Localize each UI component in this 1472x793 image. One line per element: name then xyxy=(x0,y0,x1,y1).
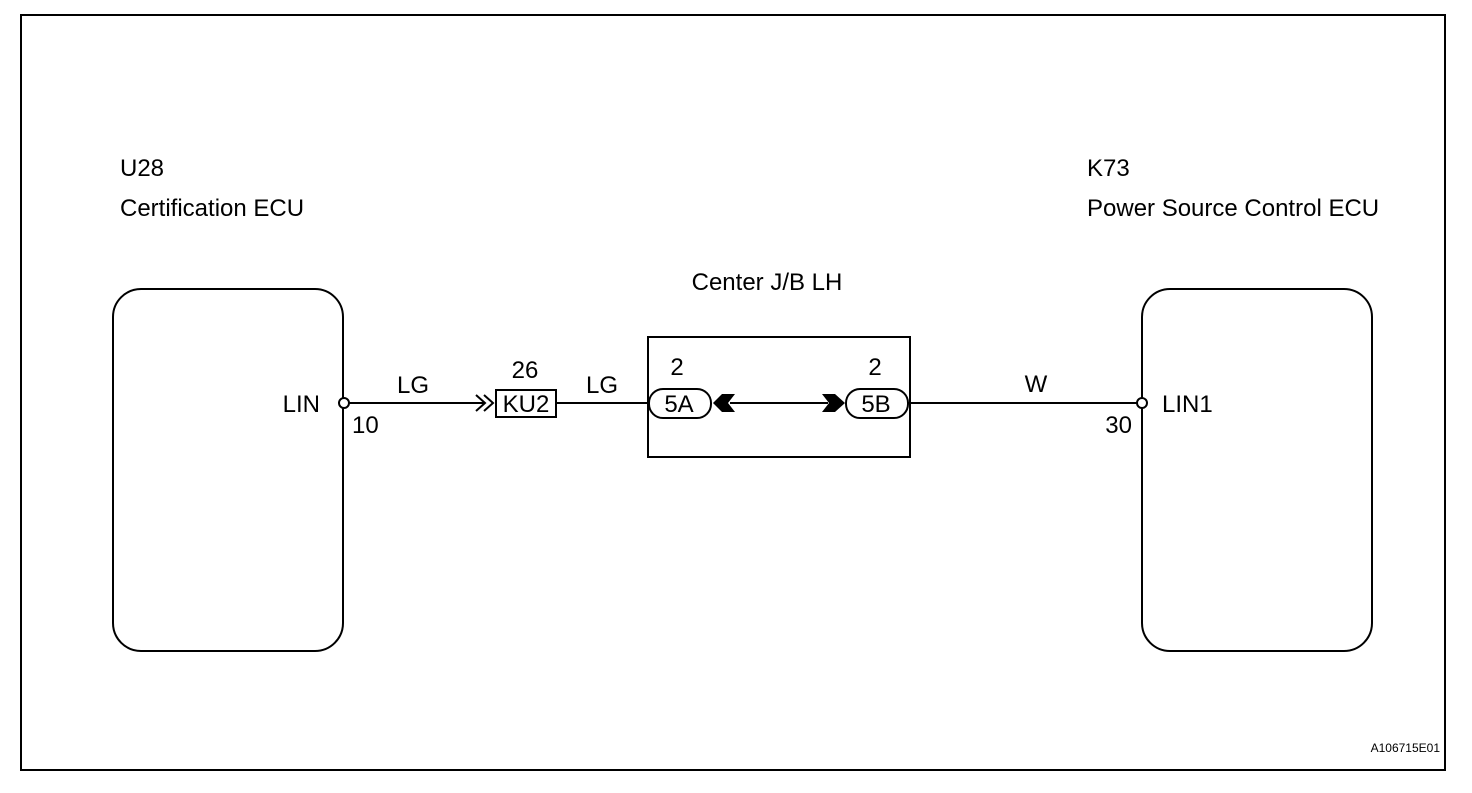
inline-connector-id: KU2 xyxy=(503,391,550,418)
right-ecu-box xyxy=(1141,288,1373,652)
right-component-code: K73 xyxy=(1087,155,1130,182)
wire-segment-3-color: W xyxy=(1025,371,1048,398)
right-pin-number: 30 xyxy=(1105,412,1132,439)
diagram-frame xyxy=(20,14,1446,771)
connector-5a-pill xyxy=(648,388,712,419)
left-ecu-box xyxy=(112,288,344,652)
left-component-code: U28 xyxy=(120,155,164,182)
right-component-name: Power Source Control ECU xyxy=(1087,195,1379,222)
wire-segment-1-color: LG xyxy=(397,372,429,399)
figure-id: A106715E01 xyxy=(1371,741,1441,755)
connector-5a-id: 5A xyxy=(664,391,693,418)
right-terminal-pin xyxy=(1136,397,1148,409)
connector-5a-arrow xyxy=(713,394,735,412)
left-terminal-name: LIN xyxy=(283,391,320,418)
left-component-name: Certification ECU xyxy=(120,195,304,222)
left-terminal-pin xyxy=(338,397,350,409)
junction-block-box xyxy=(647,336,911,458)
connector-5a-pin: 2 xyxy=(670,354,683,381)
inline-connector-pin: 26 xyxy=(512,357,539,384)
left-pin-number: 10 xyxy=(352,412,379,439)
wire-segment-2-color: LG xyxy=(586,372,618,399)
connector-chevron-2 xyxy=(483,394,495,412)
connector-chevron-1 xyxy=(475,394,487,412)
connector-5b-pin: 2 xyxy=(868,354,881,381)
junction-block-title: Center J/B LH xyxy=(692,269,843,296)
connector-5b-arrow xyxy=(822,394,845,412)
connector-5b-id: 5B xyxy=(861,391,890,418)
right-terminal-name: LIN1 xyxy=(1162,391,1213,418)
